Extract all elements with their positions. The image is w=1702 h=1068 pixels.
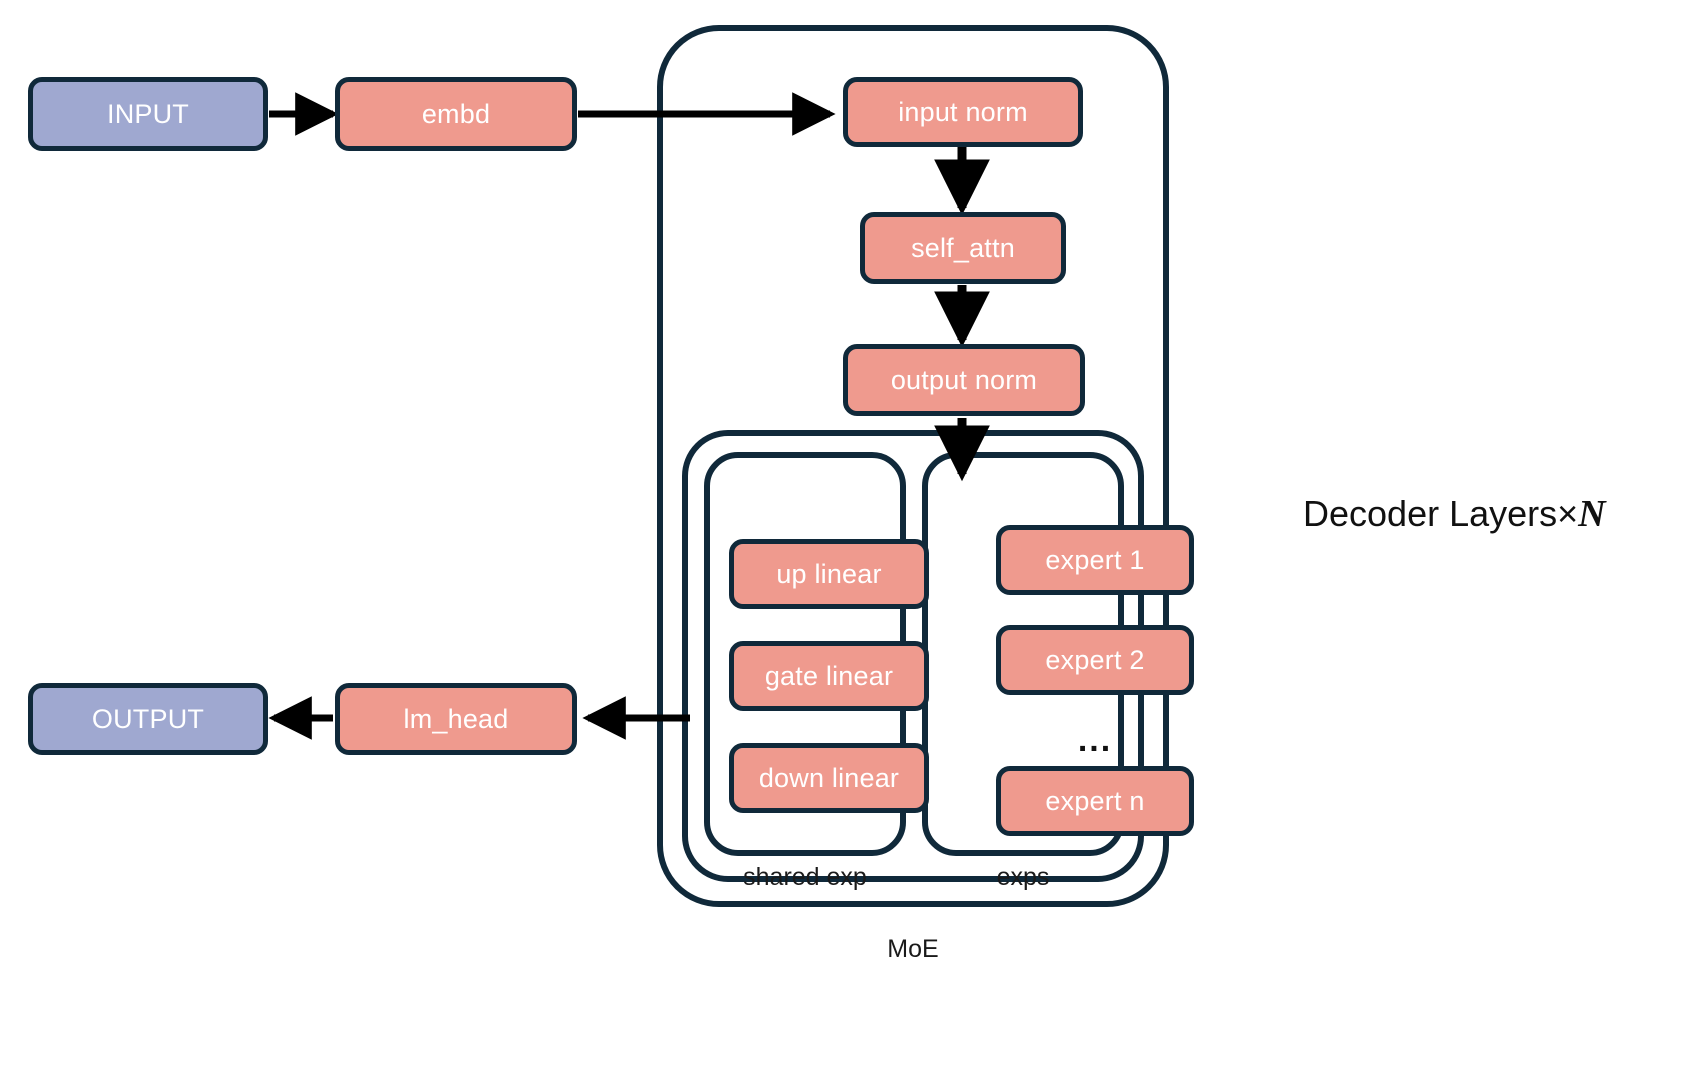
decoder-layers-caption: Decoder Layers×N xyxy=(1303,495,1606,533)
node-down-linear-label: down linear xyxy=(758,762,900,793)
node-expert-n-label: expert n xyxy=(1045,785,1145,816)
moe-label: MoE xyxy=(887,935,939,963)
node-gate-linear[interactable]: gate linear xyxy=(729,641,929,711)
shared-expert-label: shared exp xyxy=(743,863,867,891)
node-up-linear[interactable]: up linear xyxy=(729,539,929,609)
node-embd[interactable]: embd xyxy=(335,77,577,151)
node-input-label: INPUT xyxy=(107,98,189,129)
node-self-attn-label: self_attn xyxy=(911,232,1015,263)
decoder-layers-caption-prefix: Decoder Layers× xyxy=(1303,493,1579,534)
node-input-norm[interactable]: input norm xyxy=(843,77,1083,147)
node-output-norm-label: output norm xyxy=(890,364,1038,395)
node-gate-linear-label: gate linear xyxy=(764,660,894,691)
node-output-label: OUTPUT xyxy=(91,703,205,734)
decoder-layers-container xyxy=(657,25,1169,907)
experts-label: exps xyxy=(996,863,1050,891)
node-expert-2-label: expert 2 xyxy=(1045,644,1145,675)
node-input-norm-label: input norm xyxy=(898,96,1028,127)
node-expert-1[interactable]: expert 1 xyxy=(996,525,1194,595)
node-output-norm[interactable]: output norm xyxy=(843,344,1085,416)
node-up-linear-label: up linear xyxy=(776,558,882,589)
decoder-layers-count-variable: N xyxy=(1578,493,1606,535)
node-output[interactable]: OUTPUT xyxy=(28,683,268,755)
node-expert-n[interactable]: expert n xyxy=(996,766,1194,836)
node-self-attn[interactable]: self_attn xyxy=(860,212,1066,284)
node-down-linear[interactable]: down linear xyxy=(729,743,929,813)
node-embd-label: embd xyxy=(421,98,491,129)
node-lm-head[interactable]: lm_head xyxy=(335,683,577,755)
experts-ellipsis: ... xyxy=(1077,721,1113,759)
node-expert-2[interactable]: expert 2 xyxy=(996,625,1194,695)
node-input[interactable]: INPUT xyxy=(28,77,268,151)
node-expert-1-label: expert 1 xyxy=(1045,544,1145,575)
node-lm-head-label: lm_head xyxy=(403,703,509,734)
